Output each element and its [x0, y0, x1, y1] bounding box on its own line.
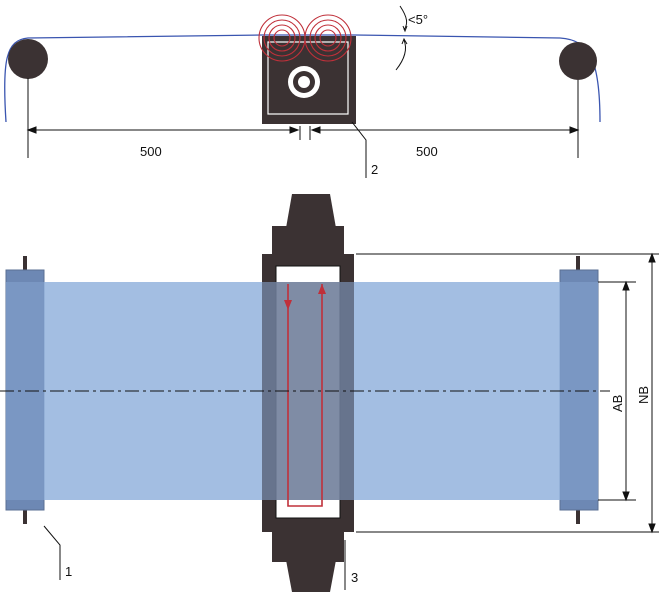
roller-shafts	[23, 256, 580, 524]
side-view: <5° 500 500 2	[4, 5, 601, 178]
extension-lines	[356, 253, 659, 533]
nb-label: NB	[636, 386, 651, 404]
part-label-1: 1	[65, 564, 72, 579]
dimension-right-label: 500	[416, 144, 438, 159]
roller-left-icon	[8, 39, 48, 79]
coil-arrows-icon	[284, 284, 326, 310]
dimension-nb	[648, 252, 656, 534]
angle-label: <5°	[408, 12, 428, 27]
web-line-side	[4, 34, 601, 123]
angle-indicator	[395, 5, 408, 71]
dimension-lines	[26, 78, 580, 158]
part-label-3: 3	[351, 570, 358, 585]
coil-loop-icon	[287, 284, 323, 507]
roller-right-icon	[559, 42, 597, 80]
leader-line-1	[43, 525, 61, 580]
leader-line-2	[351, 121, 367, 178]
ab-label: AB	[610, 395, 625, 412]
dimension-ab	[622, 280, 630, 502]
dimension-left-label: 500	[140, 144, 162, 159]
coil-waves-icon	[258, 14, 352, 62]
part-label-2: 2	[371, 162, 378, 177]
plan-view: AB NB 1 3	[0, 194, 659, 592]
